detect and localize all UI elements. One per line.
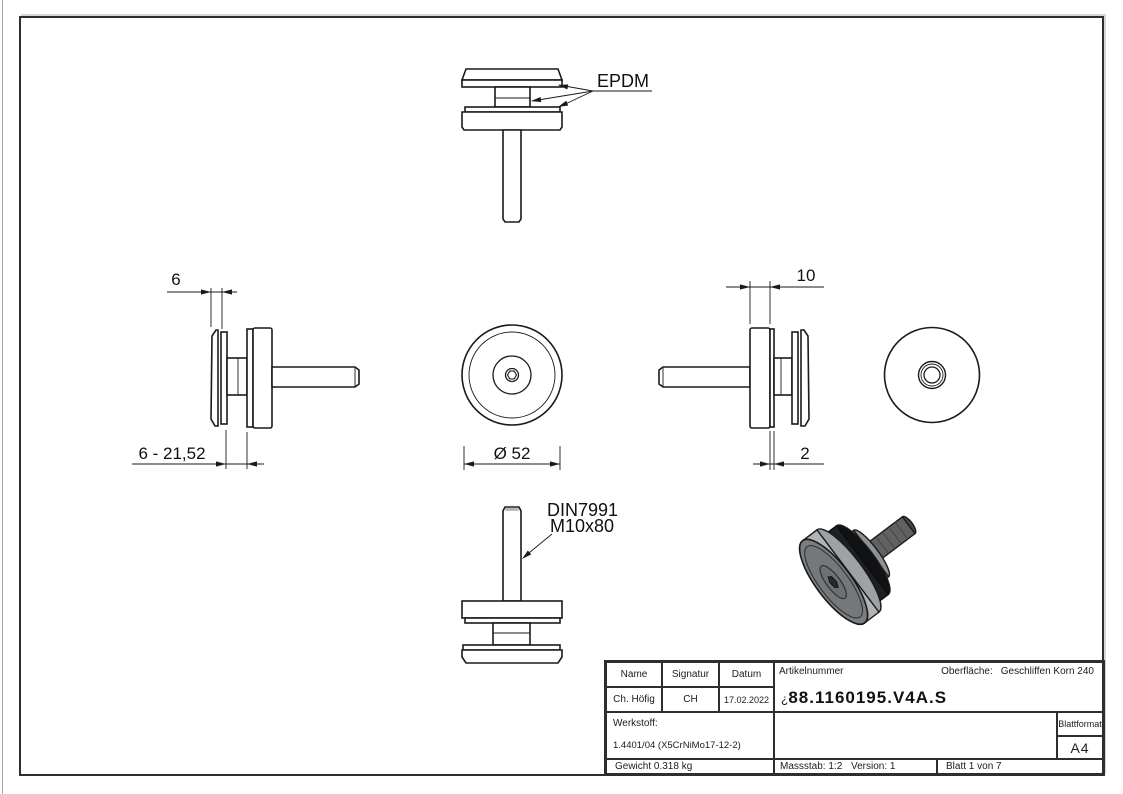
- iso-view: [798, 515, 917, 626]
- dim-clamping-range: 6 - 21,52: [138, 444, 205, 463]
- leader-arrow: [558, 84, 569, 90]
- artikelnummer-value: 88.1160195.V4A.S: [788, 688, 948, 707]
- titleblock-datum-header: Datum: [719, 662, 774, 687]
- back-view: [883, 326, 981, 424]
- leader-arrow: [522, 550, 532, 559]
- dim-gasket-thickness: 2: [800, 444, 809, 463]
- artikelnummer-prefix: ¿: [781, 692, 789, 706]
- leader-arrow: [558, 100, 569, 107]
- disc-lip: [246, 328, 254, 428]
- werkstoff-label: Werkstoff:: [613, 718, 658, 729]
- stem-hole: [923, 366, 941, 384]
- titleblock-name-header: Name: [606, 662, 662, 687]
- dim-cap-thickness: 6: [171, 270, 180, 289]
- oberflaeche: Oberfläche: Geschliffen Korn 240: [941, 666, 1094, 677]
- titleblock-signatur-value: CH: [662, 687, 719, 712]
- oberflaeche-label: Oberfläche:: [941, 666, 993, 677]
- artikelnummer-label: Artikelnummer: [779, 666, 844, 677]
- section-view: EPDM: [460, 68, 652, 223]
- dim-disc-thickness: 10: [797, 266, 816, 285]
- clamp-side-view: 6 6 - 21,52: [132, 270, 360, 469]
- version-value: Version: 1: [851, 761, 896, 772]
- disc-side-view: 10 2: [658, 266, 824, 470]
- stem: [271, 366, 360, 388]
- hex-socket: [506, 370, 518, 380]
- screw-view: DIN7991 M10x80: [461, 500, 618, 664]
- titleblock-empty-box: [774, 712, 1057, 759]
- titleblock-blatt: Blatt 1 von 7: [937, 759, 1103, 774]
- massstab-value: Massstab: 1:2: [780, 761, 843, 772]
- cap: [461, 649, 563, 664]
- cap: [800, 329, 810, 427]
- disc: [252, 327, 273, 429]
- base-plate: [461, 600, 563, 619]
- werkstoff-value: 1.4401/04 (X5CrNiMo17-12-2): [613, 740, 741, 751]
- threaded-stem: [502, 129, 522, 223]
- dim-diameter: Ø 52: [494, 444, 531, 463]
- hex-socket: [827, 576, 839, 589]
- disc: [749, 327, 771, 429]
- titleblock-blattformat-value: A4: [1057, 736, 1103, 759]
- epdm-label: EPDM: [597, 71, 649, 91]
- cap: [210, 329, 219, 427]
- title-block: Name Signatur Datum Artikelnummer Oberfl…: [604, 660, 1105, 776]
- disc-outline: [461, 324, 563, 426]
- front-view: Ø 52: [461, 324, 563, 470]
- leader-arrow: [531, 97, 542, 103]
- cap-band: [461, 79, 563, 88]
- oberflaeche-value: Geschliffen Korn 240: [1000, 666, 1094, 677]
- spacer: [226, 357, 248, 396]
- titleblock-name-value: Ch. Höfig: [606, 687, 662, 712]
- titleblock-artikelnummer-box: Artikelnummer Oberfläche: Geschliffen Kor…: [774, 662, 1103, 712]
- drawing-frame: [19, 16, 1104, 776]
- stem: [658, 366, 751, 388]
- titleblock-datum-value: 17.02.2022: [719, 687, 774, 712]
- titleblock-blattformat-label: Blattformat: [1057, 712, 1103, 736]
- titleblock-signatur-header: Signatur: [662, 662, 719, 687]
- screw-size-label: M10x80: [550, 516, 614, 536]
- cap-plate: [220, 331, 228, 425]
- titleblock-werkstoff-box: Werkstoff: 1.4401/04 (X5CrNiMo17-12-2): [606, 712, 774, 759]
- screw-standard-label: DIN7991: [547, 500, 618, 520]
- spacer-cylinder: [494, 86, 531, 108]
- page-edge-line: [2, 0, 3, 794]
- screw-shaft: [502, 506, 522, 602]
- titleblock-massstab-box: Massstab: 1:2 Version: 1: [774, 759, 937, 774]
- base-plate: [461, 111, 563, 131]
- titleblock-gewicht: Gewicht 0.318 kg: [606, 759, 774, 774]
- disc-outline: [883, 326, 981, 424]
- artikelnummer: ¿88.1160195.V4A.S: [781, 688, 947, 708]
- cap-plate: [791, 331, 799, 425]
- spacer: [773, 357, 793, 396]
- cap-top: [460, 68, 564, 81]
- spacer: [492, 622, 531, 646]
